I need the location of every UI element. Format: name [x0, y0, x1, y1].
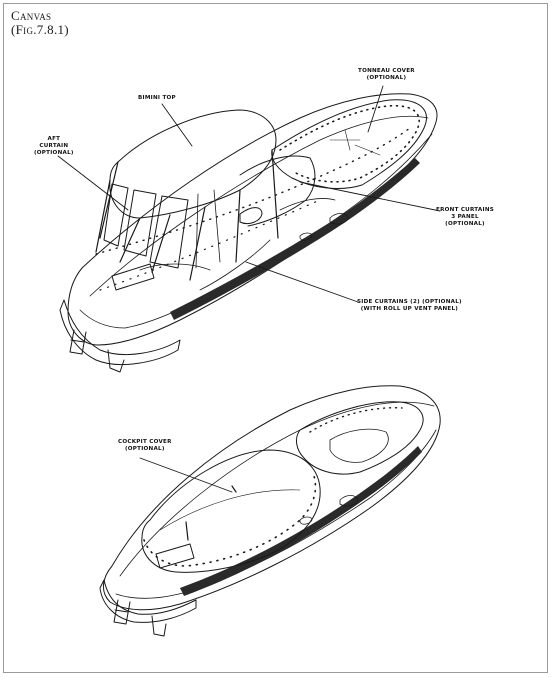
leader-side-curtains: [245, 261, 359, 303]
label-cockpit-cover: Cockpit cover (Optional): [118, 439, 172, 453]
callout-leader-lines: [57, 85, 441, 493]
label-cockpit-cover-note: (Optional): [124, 446, 165, 452]
lower-transom-logo: [155, 543, 195, 569]
label-aft-curtain-note: (Optional): [34, 150, 74, 156]
lower-hull-outline: [103, 385, 441, 611]
label-aft-curtain-line2: curtain: [39, 143, 69, 149]
cockpit-cover-shape: [141, 449, 321, 573]
tonneau-cover-snaps: [279, 105, 420, 183]
label-side-curtains: Side curtains (2) (Optional) (with roll …: [357, 299, 462, 313]
leader-tonneau-cover: [367, 85, 384, 133]
figure-title-text: Canvas: [11, 8, 52, 23]
label-cockpit-cover-text: Cockpit cover: [118, 439, 172, 445]
label-side-curtains-line2: (with roll up vent panel): [360, 306, 459, 312]
label-side-curtains-line1: Side curtains (2) (Optional): [357, 299, 462, 305]
label-bimini-top: Bimini top: [138, 95, 176, 102]
lower-outdrive: [151, 615, 167, 637]
label-front-curtains: Front curtains 3 panel (Optional): [436, 207, 494, 228]
bimini-top-shape: [109, 109, 277, 219]
label-front-curtains-line1: Front curtains: [436, 207, 495, 213]
leader-bimini-top: [161, 103, 193, 147]
figure-number: (Fig.7.8.1): [11, 22, 69, 37]
upper-swim-platform: [59, 299, 181, 366]
lower-rub-rail: [180, 446, 422, 596]
side-curtain-vent: [239, 207, 263, 225]
boat-with-bimini-drawing: [59, 93, 438, 373]
upper-swim-ladder: [69, 329, 87, 355]
figure-frame: [3, 3, 548, 673]
upper-outdrive: [107, 349, 125, 373]
aft-curtain-panels: [103, 183, 189, 269]
upper-rub-rail: [170, 158, 420, 320]
label-tonneau-cover-text: Tonneau cover: [358, 68, 415, 74]
lower-swim-platform: [99, 579, 197, 623]
label-tonneau-cover-note: (Optional): [366, 75, 407, 81]
cockpit-cover-snaps: [143, 475, 317, 567]
label-front-curtains-line2: 3 panel: [451, 214, 479, 220]
label-front-curtains-note: (Optional): [445, 221, 485, 227]
leader-front-curtains: [299, 181, 441, 212]
upper-windshield: [239, 155, 316, 227]
lower-swim-ladder: [113, 599, 131, 625]
label-aft-curtain: Aft curtain (Optional): [34, 136, 74, 157]
label-bimini-top-text: Bimini top: [138, 95, 176, 101]
label-tonneau-cover: Tonneau cover (Optional): [358, 68, 415, 82]
leader-aft-curtain: [57, 155, 129, 211]
leader-cockpit-cover: [139, 457, 233, 493]
tonneau-cover-shape: [271, 99, 427, 190]
figure-title: Canvas (Fig.7.8.1): [11, 9, 69, 37]
upper-transom-logo: [111, 263, 155, 291]
boat-with-cockpit-cover-drawing: [99, 385, 441, 637]
label-aft-curtain-line1: Aft: [47, 136, 61, 142]
bow-seating: [296, 401, 424, 475]
